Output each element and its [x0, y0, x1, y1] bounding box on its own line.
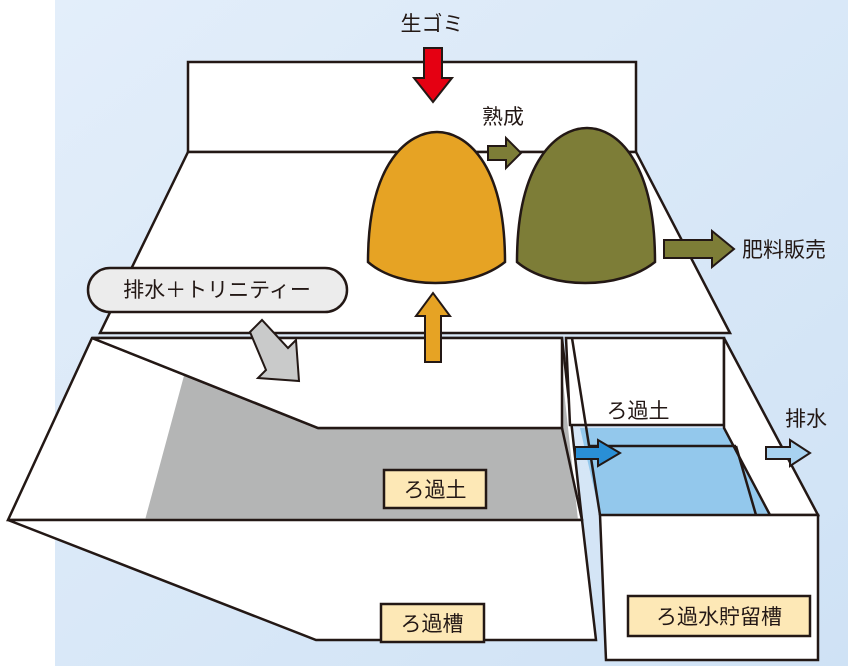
filter-soil-channel-label: ろ過土: [607, 399, 670, 423]
drainage-out-arrow: [765, 438, 812, 468]
fresh-compost-pile: [366, 130, 507, 285]
storage-tank-label: ろ過水貯留槽: [656, 605, 782, 629]
food-waste-label: 生ゴミ: [401, 12, 464, 36]
drainage-trinity-bubble: [86, 266, 349, 314]
fertilizer-sales-arrow: [663, 228, 736, 270]
storage-tank-inner-edge: [734, 445, 758, 516]
filtered-water-arrow: [574, 438, 622, 468]
filter-tank-label: ろ過槽: [401, 612, 464, 636]
storage-tank-divider: [570, 337, 602, 516]
filter-tank-box: [379, 602, 486, 644]
maturation-label: 熟成: [482, 105, 524, 129]
storage-tank-front: [598, 513, 820, 662]
upward-compost-arrow: [414, 291, 452, 363]
filter-soil-tank-label: ろ過土: [404, 478, 467, 502]
food-waste-arrow: [411, 47, 455, 104]
storage-tank-water: [580, 428, 770, 515]
filter-tank-inner-edge: [560, 427, 584, 521]
maturation-arrow: [487, 135, 523, 171]
filter-soil-box: [382, 468, 488, 510]
drainage-out-label: 排水: [785, 407, 827, 431]
mature-compost-pile: [515, 126, 657, 285]
storage-tank-box: [626, 594, 812, 638]
drainage-trinity-label: 排水＋トリニティー: [123, 278, 311, 302]
drainage-input-arrow: [248, 318, 301, 383]
fertilizer-sales-label: 肥料販売: [742, 238, 826, 262]
